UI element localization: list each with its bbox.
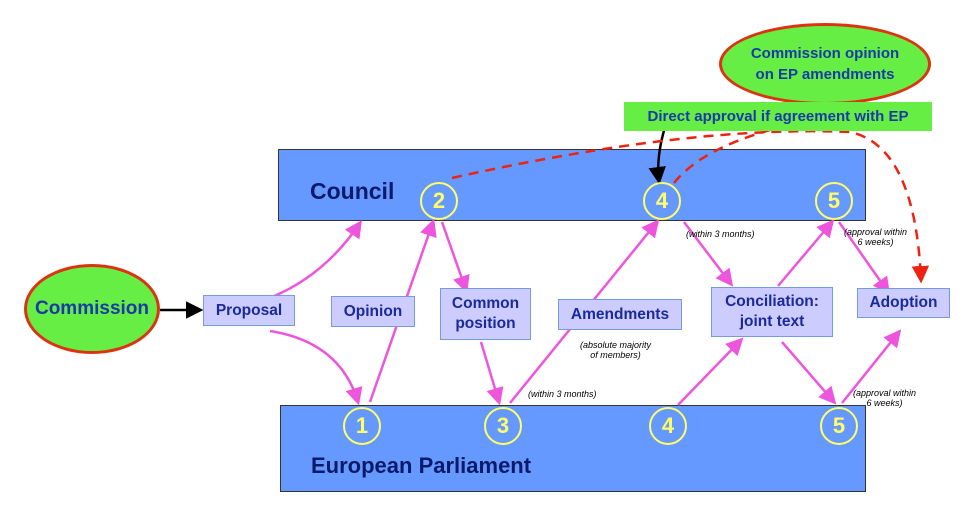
conciliation-box: Conciliation: joint text — [711, 287, 833, 337]
amendments-box: Amendments — [558, 299, 682, 330]
common-position-box: Common position — [440, 288, 531, 340]
parliament-title: European Parliament — [311, 453, 532, 478]
ep-stage-3: 3 — [484, 407, 522, 445]
note-ep-approval-6-weeks: (approval within 6 weeks) — [853, 388, 917, 408]
arrow-proposal-to-council — [271, 220, 362, 299]
adoption-box: Adoption — [857, 288, 950, 318]
ep-stage-5: 5 — [820, 407, 858, 445]
arrow-council2-to-common — [440, 221, 470, 294]
note-council-approval-6-weeks: (approval within 6 weeks) — [844, 227, 908, 247]
arrow-ep4-to-conciliation — [677, 337, 744, 406]
arrow-proposal-to-ep — [269, 329, 363, 406]
council-stage-4: 4 — [643, 182, 681, 220]
commission-ellipse: Commission — [24, 264, 160, 354]
note-council-within-3-months: (within 3 months) — [686, 229, 755, 239]
note-ep-within-3-months: (within 3 months) — [528, 389, 597, 399]
arrow-conciliation-to-council5 — [777, 219, 835, 287]
arrow-ep5-to-adoption — [841, 329, 902, 404]
ep-stage-1: 1 — [343, 407, 381, 445]
arrow-common-to-ep3 — [479, 341, 504, 406]
opinion-box: Opinion — [331, 296, 415, 327]
ep-stage-4: 4 — [649, 407, 687, 445]
commission-opinion-ellipse: Commission opinion on EP amendments — [719, 23, 931, 105]
arrow-council4-to-conciliation — [683, 221, 734, 287]
council-stage-5: 5 — [815, 182, 853, 220]
dashed-council2-to-adoption — [451, 129, 930, 284]
parliament-band — [280, 405, 866, 492]
note-absolute-majority: (absolute majority of members) — [580, 340, 652, 360]
arrow-council5-to-adoption — [837, 221, 891, 295]
arrow-conciliation-to-ep5 — [781, 341, 837, 405]
council-stage-2: 2 — [420, 182, 458, 220]
council-title: Council — [310, 178, 395, 204]
dashed-council4-up — [673, 128, 771, 184]
proposal-box: Proposal — [203, 295, 295, 326]
council-band — [278, 149, 866, 221]
direct-approval-banner: Direct approval if agreement with EP — [624, 102, 932, 131]
